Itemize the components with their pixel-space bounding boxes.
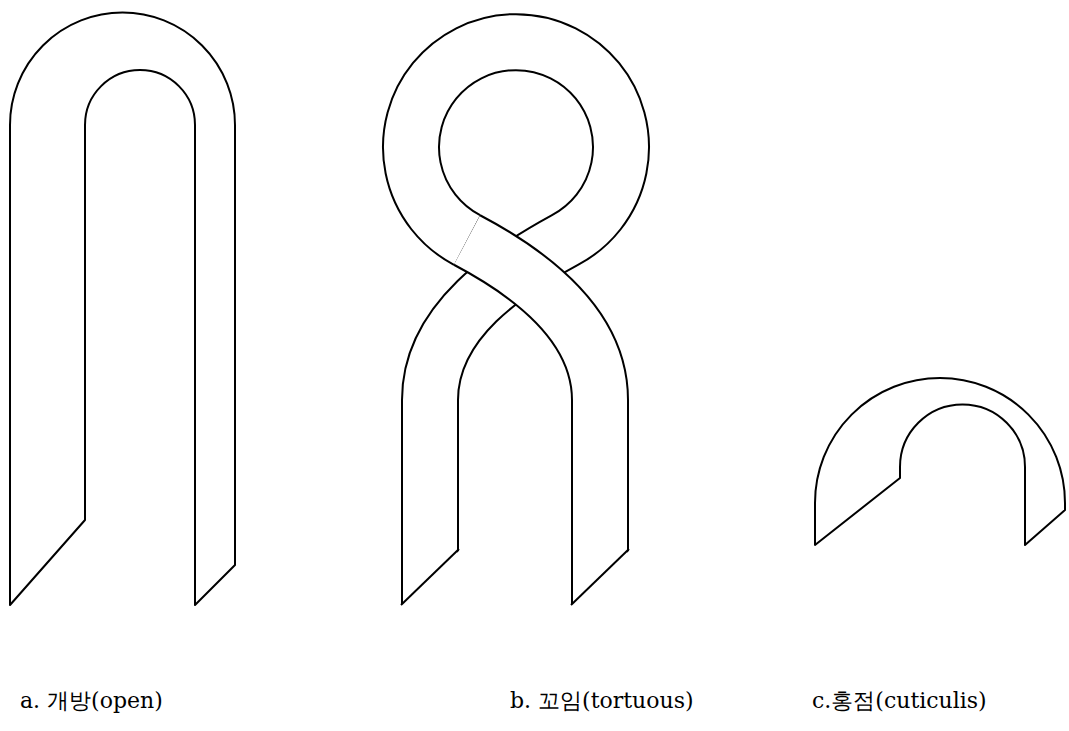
caption-label: b. 꼬임(tortuous) <box>510 688 694 714</box>
caption-label: c.홍점(cuticulis) <box>812 688 987 714</box>
tortuous-ribbon <box>398 42 632 608</box>
open-ribbon <box>10 13 235 606</box>
caption-label: a. 개방(open) <box>20 688 163 714</box>
cuticulis-ribbon <box>815 378 1065 545</box>
